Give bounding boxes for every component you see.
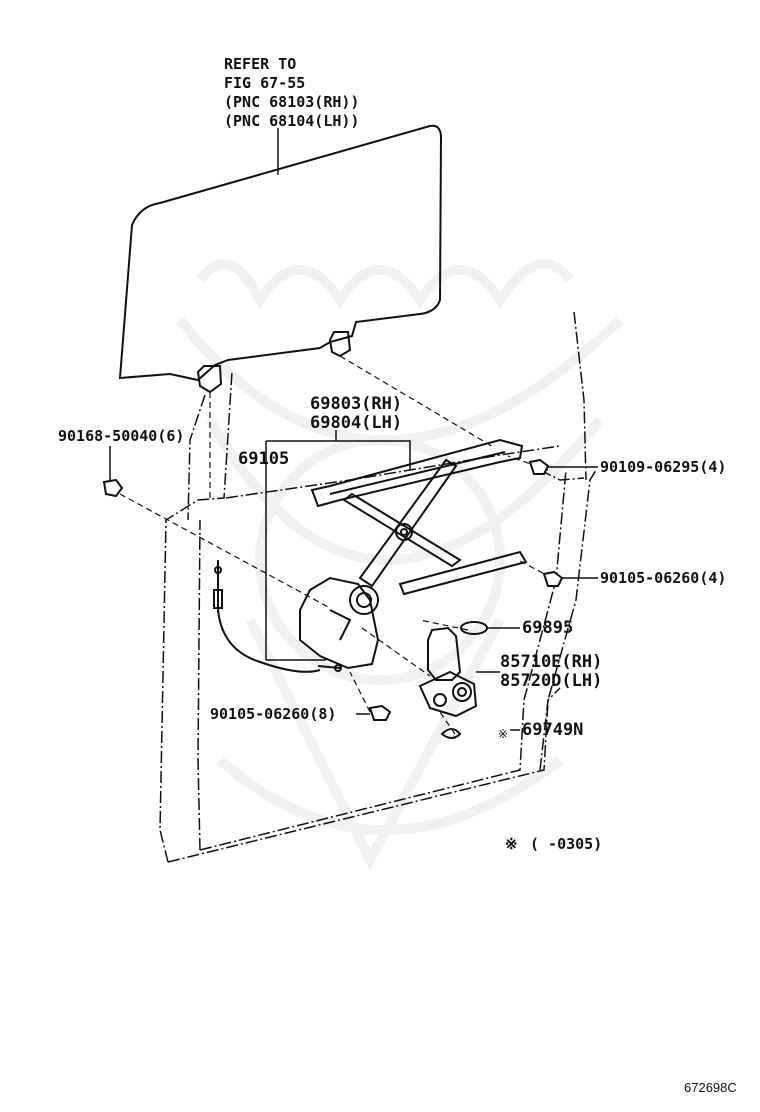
glass-holder-right	[328, 331, 352, 358]
part-motor-lh: 85720D(LH)	[500, 671, 603, 691]
scissor-arm-b	[342, 492, 462, 568]
scissor-arm-a	[358, 458, 458, 588]
part-motor-rh: 85710E(RH)	[500, 652, 603, 672]
glass-holder-left	[196, 365, 223, 394]
part-bolt-right-lower: 90105-06260(4)	[600, 569, 727, 587]
refer-note-line3: (PNC 68103(RH))	[224, 93, 360, 111]
refer-note-line2: FIG 67-55	[224, 74, 306, 92]
window-motor	[427, 626, 462, 681]
bolt-top-left	[102, 478, 124, 498]
bolt-bottom	[368, 704, 392, 721]
part-regulator-lh: 69804(LH)	[310, 413, 403, 433]
bolt-right-lower	[542, 570, 564, 587]
window-glass	[118, 124, 443, 382]
part-bolt-bottom: 90105-06260(8)	[210, 705, 337, 723]
cable-assembly	[217, 609, 321, 673]
lower-rail	[398, 550, 528, 596]
part-clip: 69895	[522, 618, 574, 638]
spring-asterisk-mark: ※	[498, 727, 508, 741]
refer-note-line4: (PNC 68104(LH))	[224, 112, 360, 130]
part-bolt-top-left: 90168-50040(6)	[58, 427, 185, 445]
regulator-base	[299, 576, 380, 670]
footnote-mark: ※	[505, 835, 518, 853]
part-cable: 69105	[238, 449, 290, 469]
page-number: 672698C	[684, 1080, 737, 1095]
upper-rail	[310, 438, 524, 508]
watermark-logo	[176, 259, 624, 871]
footnote-text: ( -0305)	[530, 835, 603, 853]
bolt-right-upper	[528, 458, 550, 475]
door-panel-outline	[159, 371, 233, 863]
refer-note-line1: REFER TO	[224, 55, 297, 73]
part-spring: 69749N	[522, 720, 584, 740]
part-regulator-rh: 69803(RH)	[310, 394, 403, 414]
part-bolt-right-upper: 90109-06295(4)	[600, 458, 727, 476]
spring-part	[440, 728, 462, 739]
